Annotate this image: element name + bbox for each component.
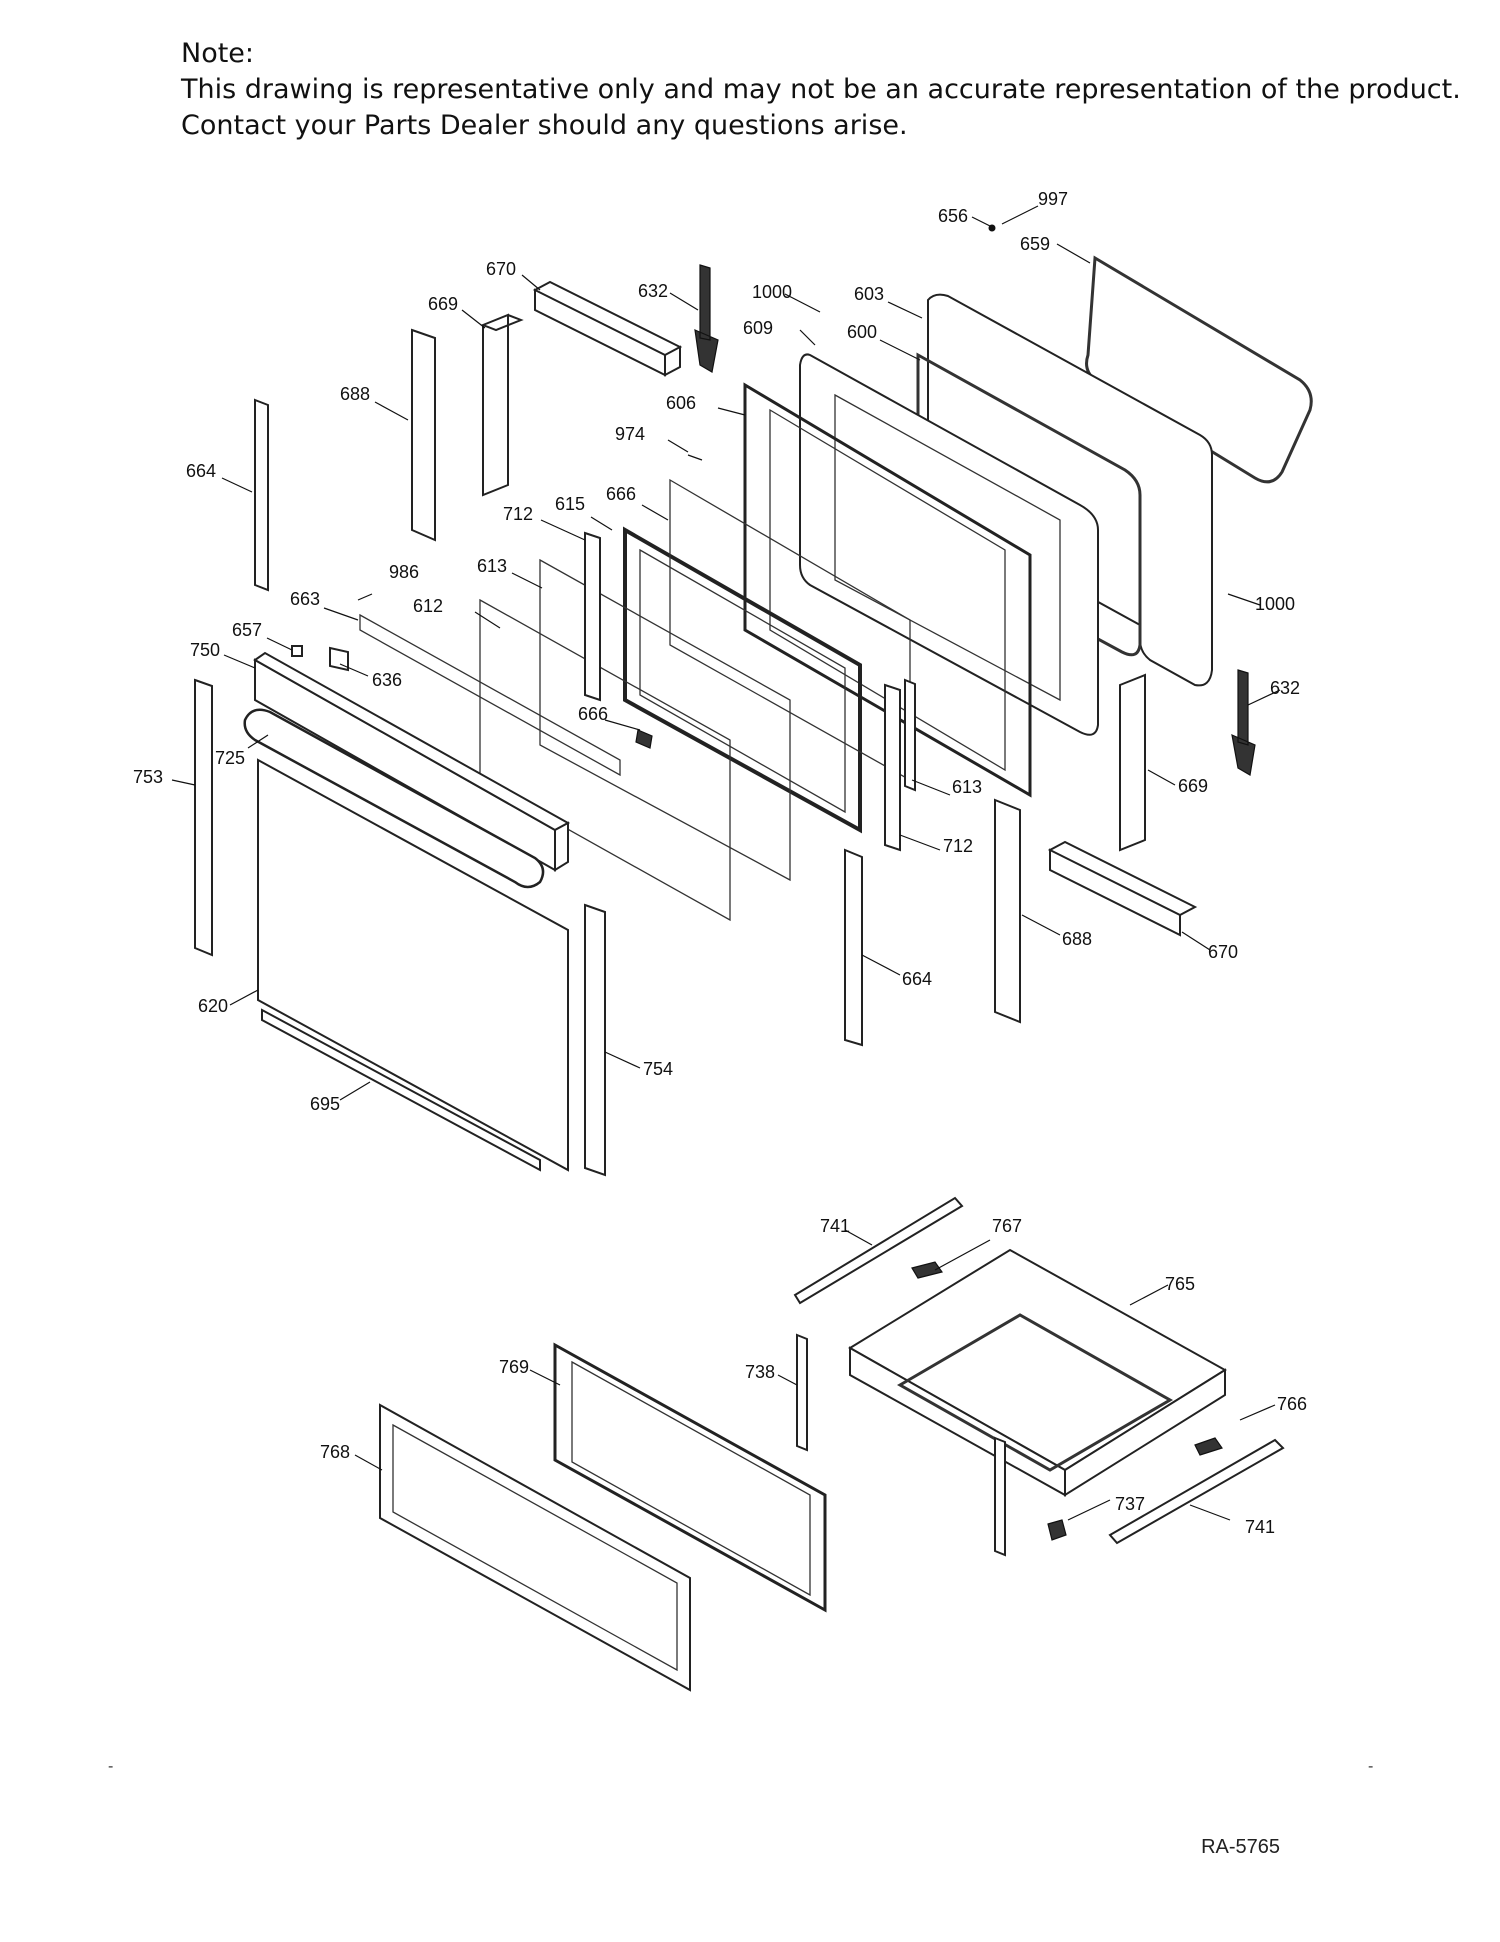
part-741-slide-bottom [1108, 1438, 1285, 1545]
label-669-top: 669 [428, 294, 458, 314]
label-997: 997 [1038, 189, 1068, 209]
label-656: 656 [938, 206, 968, 226]
part-738-rail [796, 1333, 808, 1452]
part-664-strip-right [844, 848, 863, 1047]
part-632-hinge-right [1231, 669, 1256, 776]
part-657-clip [291, 645, 303, 657]
margin-mark-left: - [108, 1758, 114, 1775]
label-1000-top: 1000 [752, 282, 792, 302]
part-695-trim [261, 1008, 541, 1172]
label-620: 620 [198, 996, 228, 1016]
part-741-slide-top [793, 1196, 964, 1305]
label-603: 603 [854, 284, 884, 304]
label-688-right: 688 [1062, 929, 1092, 949]
label-769: 769 [499, 1357, 529, 1377]
part-986-screw [357, 593, 373, 601]
part-670-block-top [532, 280, 683, 377]
part-613-glass [539, 558, 791, 882]
part-725-handle [243, 708, 545, 889]
part-615-glass-frame [623, 526, 862, 834]
label-613-left: 613 [477, 556, 507, 576]
label-632-right: 632 [1270, 678, 1300, 698]
label-609: 609 [743, 318, 773, 338]
label-600: 600 [847, 322, 877, 342]
part-712-rail-right [884, 683, 901, 852]
part-766-bracket [1194, 1437, 1223, 1456]
label-767: 767 [992, 1216, 1022, 1236]
part-606-frame [743, 382, 1032, 798]
part-768-drawer-front [379, 1403, 691, 1692]
label-657: 657 [232, 620, 262, 640]
disclaimer-note: Note: This drawing is representative onl… [181, 36, 1461, 144]
part-712-rail-left [584, 531, 601, 702]
part-769-drawer-frame [553, 1342, 827, 1613]
part-754-side-right [584, 903, 606, 1177]
label-765: 765 [1165, 1274, 1195, 1294]
part-737-roller [1047, 1519, 1067, 1541]
part-612-glass [479, 598, 731, 922]
label-741-top: 741 [820, 1216, 850, 1236]
label-659: 659 [1020, 234, 1050, 254]
part-688-strip-left [411, 328, 436, 542]
label-754: 754 [643, 1059, 673, 1079]
part-767-bracket [911, 1261, 943, 1279]
part-636-bracket [329, 646, 349, 672]
label-615: 615 [555, 494, 585, 514]
label-768: 768 [320, 1442, 350, 1462]
note-heading: Note: [181, 38, 255, 69]
label-712-right: 712 [943, 836, 973, 856]
label-666-top: 666 [606, 484, 636, 504]
label-636: 636 [372, 670, 402, 690]
diagram-reference-code: RA-5765 [1201, 1836, 1280, 1858]
label-663: 663 [290, 589, 320, 609]
label-974: 974 [615, 424, 645, 444]
part-670-block-right [1047, 840, 1198, 937]
label-632-top: 632 [638, 281, 668, 301]
label-738: 738 [745, 1362, 775, 1382]
label-664-right: 664 [902, 969, 932, 989]
label-753: 753 [133, 767, 163, 787]
part-974-screw [687, 454, 703, 461]
note-line-2: Contact your Parts Dealer should any que… [181, 110, 908, 141]
label-725: 725 [215, 748, 245, 768]
part-613-strip-right [904, 678, 916, 792]
part-666-clip [635, 729, 653, 749]
label-606: 606 [666, 393, 696, 413]
label-766: 766 [1277, 1394, 1307, 1414]
label-613-right: 613 [952, 777, 982, 797]
label-1000-right: 1000 [1255, 594, 1295, 614]
part-688-strip-right [994, 798, 1021, 1024]
part-663-shield [359, 613, 621, 777]
part-609-inner-panel [799, 353, 1099, 736]
leader-lines [171, 205, 1281, 1521]
label-612: 612 [413, 596, 443, 616]
part-659-gasket [1085, 255, 1313, 484]
part-664-strip-left [254, 398, 269, 592]
label-986: 986 [389, 562, 419, 582]
part-620-outer-glass [257, 758, 569, 1172]
part-738-rail-right [994, 1436, 1006, 1557]
label-737: 737 [1115, 1494, 1145, 1514]
label-664-left: 664 [186, 461, 216, 481]
label-666-bottom: 666 [578, 704, 608, 724]
label-670-right: 670 [1208, 942, 1238, 962]
part-669-insulation-top [480, 313, 524, 497]
label-695: 695 [310, 1094, 340, 1114]
part-669-insulation-right [1119, 673, 1146, 852]
label-741-bottom: 741 [1245, 1517, 1275, 1537]
margin-mark-right: - [1368, 1758, 1374, 1775]
part-632-hinge-top [694, 264, 719, 373]
part-656-screw [988, 224, 996, 232]
label-712-left: 712 [503, 504, 533, 524]
label-750: 750 [190, 640, 220, 660]
part-753-side-left [194, 678, 213, 957]
note-line-1: This drawing is representative only and … [181, 74, 1461, 105]
label-669-right: 669 [1178, 776, 1208, 796]
label-670-top: 670 [486, 259, 516, 279]
label-688-left: 688 [340, 384, 370, 404]
